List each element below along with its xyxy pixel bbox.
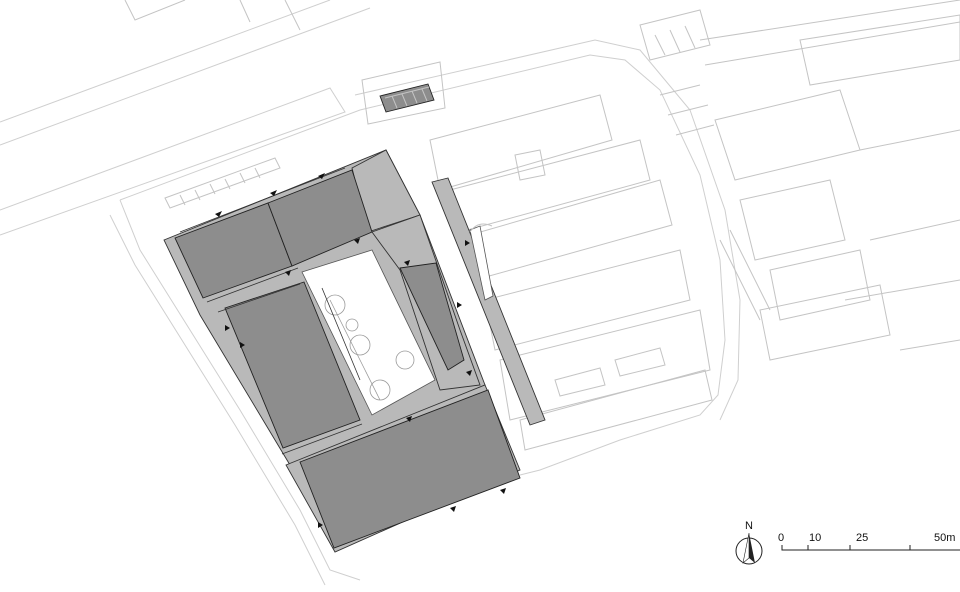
covered-walkway	[431, 177, 546, 426]
buildings	[174, 169, 521, 549]
fence-lines	[179, 167, 363, 455]
walkway-canopy	[469, 225, 494, 301]
courtyard	[301, 249, 436, 416]
scale-tick-0: 0	[778, 532, 784, 544]
building-north	[267, 169, 373, 267]
courtyard-trees	[324, 294, 415, 401]
scale-tick-50m: 50m	[934, 532, 955, 544]
scale-tick-25: 25	[856, 532, 868, 544]
scale-tick-10: 10	[809, 532, 821, 544]
scale-bar: 0 10 25 50m	[778, 532, 960, 551]
building-south	[299, 389, 521, 549]
building-east-bar	[399, 262, 465, 371]
north-label: N	[745, 520, 753, 532]
kiosk-building	[379, 83, 435, 113]
north-arrow: N	[735, 520, 763, 565]
building-west	[224, 281, 361, 449]
entrance-arrows	[215, 173, 506, 528]
